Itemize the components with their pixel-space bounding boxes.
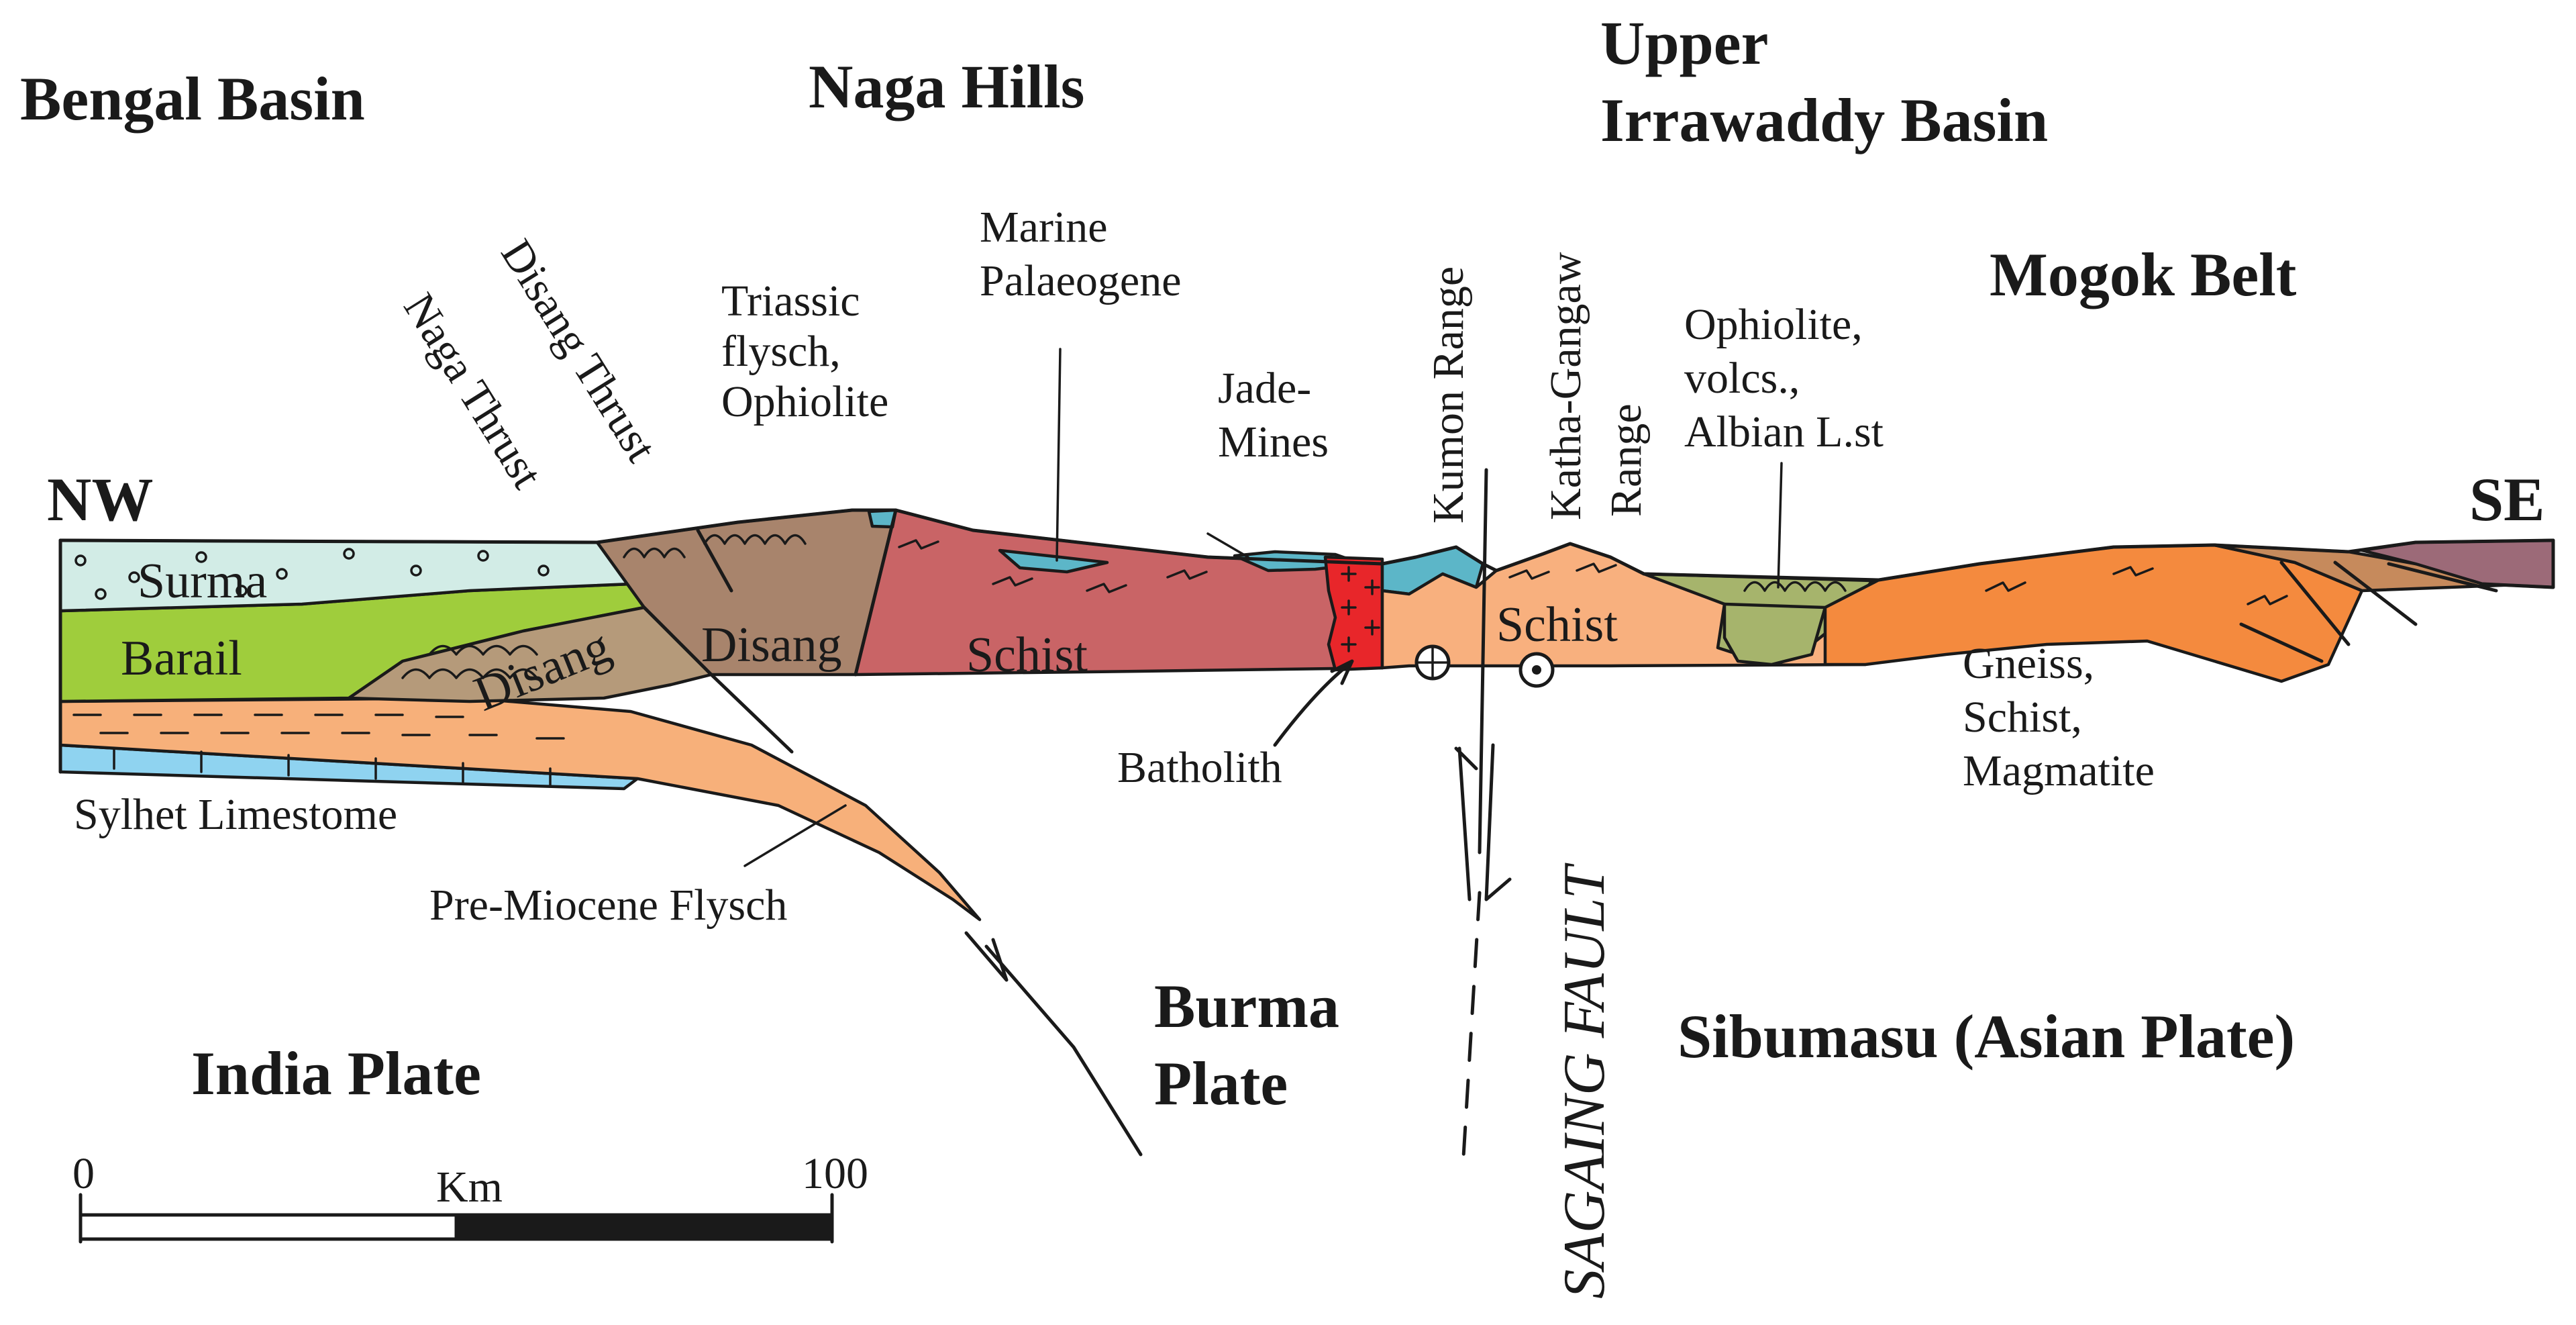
label-marine-line2: Palaeogene [980, 256, 1182, 305]
schist-boundary-line [854, 508, 898, 677]
region-burma-plate-line2: Plate [1154, 1049, 1288, 1118]
label-katha-line2: Range [1602, 403, 1651, 517]
region-mogok-belt: Mogok Belt [1990, 240, 2297, 309]
subduction-arrow-head [964, 931, 1009, 982]
unit-schist-east: Schist [1496, 597, 1618, 652]
direction-nw: NW [47, 465, 153, 534]
label-gneiss-line1: Gneiss, [1963, 639, 2094, 688]
naga-thrust-line [642, 605, 794, 754]
label-sylhet-limestone: Sylhet Limestome [74, 790, 397, 839]
label-triassic-line2: flysch, [721, 327, 841, 376]
schist-foliation-marks [898, 539, 2288, 605]
pre-miocene-flysch-layer [58, 696, 982, 922]
unit-disang-upper: Disang [701, 618, 842, 673]
unit-barail: Barail [121, 631, 242, 686]
marine-palaeogene-patch [998, 548, 1109, 574]
ophiolite-leader [1777, 462, 1783, 589]
batholith-pointer-head [1330, 659, 1354, 685]
sylhet-brick-pattern [113, 747, 552, 787]
label-ophiolite-line2: volcs., [1684, 354, 1800, 403]
label-jade-line1: Jade- [1218, 364, 1311, 413]
batholith-pointer-line [1273, 662, 1351, 747]
label-triassic-line3: Ophiolite [721, 377, 888, 426]
schist-red-layer [854, 508, 1384, 677]
scale-unit-label: Km [436, 1163, 503, 1212]
jade-mines-leader [1206, 532, 1249, 558]
sagaing-fault-dashed-line [1461, 891, 1482, 1170]
fault-motion-away-symbol [1414, 644, 1451, 681]
region-upper-irrawaddy-line1: Upper [1600, 9, 1768, 77]
disang-fold-marks [401, 534, 1847, 679]
region-naga-hills: Naga Hills [809, 52, 1084, 121]
label-katha-line1: Katha-Gangaw [1541, 252, 1590, 520]
region-burma-plate-line1: Burma [1154, 972, 1339, 1040]
fault-motion-arrow-left [1454, 746, 1478, 901]
unit-surma: Surma [138, 554, 267, 609]
label-pre-miocene-flysch: Pre-Miocene Flysch [429, 881, 787, 930]
batholith-cross-pattern [1341, 566, 1380, 652]
fault-motion-arrow-right [1484, 743, 1512, 901]
scale-end-label: 100 [802, 1149, 868, 1198]
disang-thrust-line [696, 528, 733, 593]
label-ophiolite-line3: Albian L.st [1684, 407, 1884, 456]
label-batholith: Batholith [1117, 743, 1282, 792]
marine-palaeogene-leader [1055, 348, 1062, 562]
label-gneiss-line2: Schist, [1963, 693, 2082, 742]
region-india-plate: India Plate [191, 1039, 481, 1108]
label-jade-line2: Mines [1218, 418, 1329, 467]
label-sagaing-fault: SAGAING FAULT [1552, 862, 1617, 1299]
label-marine-line1: Marine [980, 203, 1108, 252]
pre-miocene-leader [743, 804, 847, 867]
label-triassic-line1: Triassic [721, 277, 860, 326]
unit-schist-west: Schist [966, 628, 1088, 683]
label-naga-thrust: Naga Thrust [394, 285, 552, 497]
label-ophiolite-line1: Ophiolite, [1684, 300, 1863, 349]
region-upper-irrawaddy-line2: Irrawaddy Basin [1600, 86, 2048, 154]
fault-motion-toward-symbol [1518, 652, 1555, 688]
mogok-dip-lines [2239, 560, 2498, 663]
ophiolite-green-body [1722, 602, 1827, 667]
label-gneiss-line3: Magmatite [1963, 746, 2155, 795]
scale-bar [79, 1193, 834, 1244]
region-bengal-basin: Bengal Basin [20, 64, 365, 133]
direction-se: SE [2469, 465, 2545, 534]
surface-outline [58, 508, 2555, 582]
sagaing-fault-line [1478, 468, 1488, 854]
burma-subduction-line [984, 944, 1143, 1157]
surma-dot-pattern [74, 548, 550, 600]
label-kumon-range: Kumon Range [1424, 266, 1473, 524]
flysch-dash-pattern [72, 714, 565, 740]
scale-start-label: 0 [72, 1149, 95, 1198]
se-edge-line [2481, 538, 2555, 589]
region-sibumasu: Sibumasu (Asian Plate) [1678, 1002, 2295, 1071]
